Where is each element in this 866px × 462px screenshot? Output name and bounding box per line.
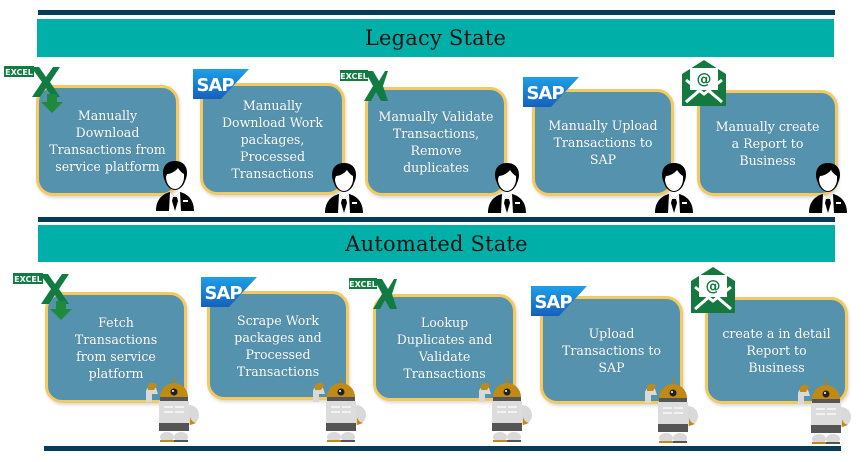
- robot-icon: [144, 375, 204, 443]
- step-label: Fetch Transactions from service platform: [74, 314, 158, 381]
- step-label: Manually Download Work packages, Process…: [221, 97, 324, 181]
- excel-icon: EXCEL: [340, 68, 388, 104]
- legacy-step-3: Manually Validate Transactions, Remove d…: [365, 87, 507, 196]
- step-label: Manually Upload Transactions to SAP: [548, 118, 658, 167]
- email-icon: @: [682, 60, 726, 108]
- robot-icon: [311, 375, 371, 443]
- automated-step-4: Upload Transactions to SAP: [540, 296, 683, 404]
- step-label: Manually Download Transactions from serv…: [49, 107, 166, 174]
- svg-text:EXCEL: EXCEL: [349, 280, 377, 289]
- sap-logo-icon: SAP: [523, 77, 579, 107]
- svg-text:SAP: SAP: [196, 75, 234, 96]
- excel-download-icon: EXCEL: [13, 271, 77, 323]
- person-icon: [806, 161, 850, 213]
- robot-icon: [643, 376, 703, 444]
- legacy-step-5: Manually create a Report to Business: [697, 90, 838, 196]
- step-label: Manually Validate Transactions, Remove d…: [378, 108, 494, 175]
- legacy-state-header: Legacy State: [37, 19, 834, 57]
- excel-icon: EXCEL: [349, 276, 397, 312]
- automated-step-3: Lookup Duplicates and Validate Transacti…: [373, 294, 516, 401]
- email-icon: @: [691, 267, 735, 315]
- person-icon: [153, 159, 197, 211]
- svg-text:@: @: [706, 277, 721, 295]
- sap-logo-icon: SAP: [193, 69, 249, 99]
- sap-logo-icon: SAP: [201, 277, 257, 307]
- legacy-step-2: Manually Download Work packages, Process…: [200, 83, 345, 195]
- svg-text:EXCEL: EXCEL: [14, 275, 42, 284]
- robot-icon: [796, 377, 856, 445]
- step-label: create a in detail Report to Business: [722, 326, 831, 375]
- person-icon: [322, 161, 366, 213]
- automated-step-2: Scrape Work packages and Processed Trans…: [207, 291, 349, 400]
- middle-divider: [38, 217, 835, 222]
- svg-text:SAP: SAP: [526, 83, 564, 104]
- step-label: Manually create a Report to Business: [715, 118, 820, 168]
- step-label: Upload Transactions to SAP: [562, 325, 661, 375]
- person-icon: [652, 161, 696, 213]
- svg-text:EXCEL: EXCEL: [5, 68, 33, 77]
- legacy-step-4: Manually Upload Transactions to SAP: [532, 89, 674, 196]
- step-label: Lookup Duplicates and Validate Transacti…: [396, 314, 493, 381]
- svg-text:@: @: [697, 70, 712, 88]
- step-label: Scrape Work packages and Processed Trans…: [234, 312, 322, 379]
- robot-icon: [477, 375, 537, 443]
- svg-text:SAP: SAP: [204, 283, 242, 304]
- svg-text:EXCEL: EXCEL: [340, 72, 368, 81]
- excel-download-icon: EXCEL: [4, 64, 68, 116]
- top-divider: [38, 10, 835, 15]
- sap-logo-icon: SAP: [531, 286, 587, 316]
- person-icon: [485, 161, 529, 213]
- legacy-state-title: Legacy State: [364, 26, 507, 50]
- bottom-divider: [44, 446, 841, 451]
- automated-state-header: Automated State: [38, 225, 835, 262]
- automated-state-title: Automated State: [345, 231, 528, 256]
- svg-text:SAP: SAP: [534, 292, 572, 313]
